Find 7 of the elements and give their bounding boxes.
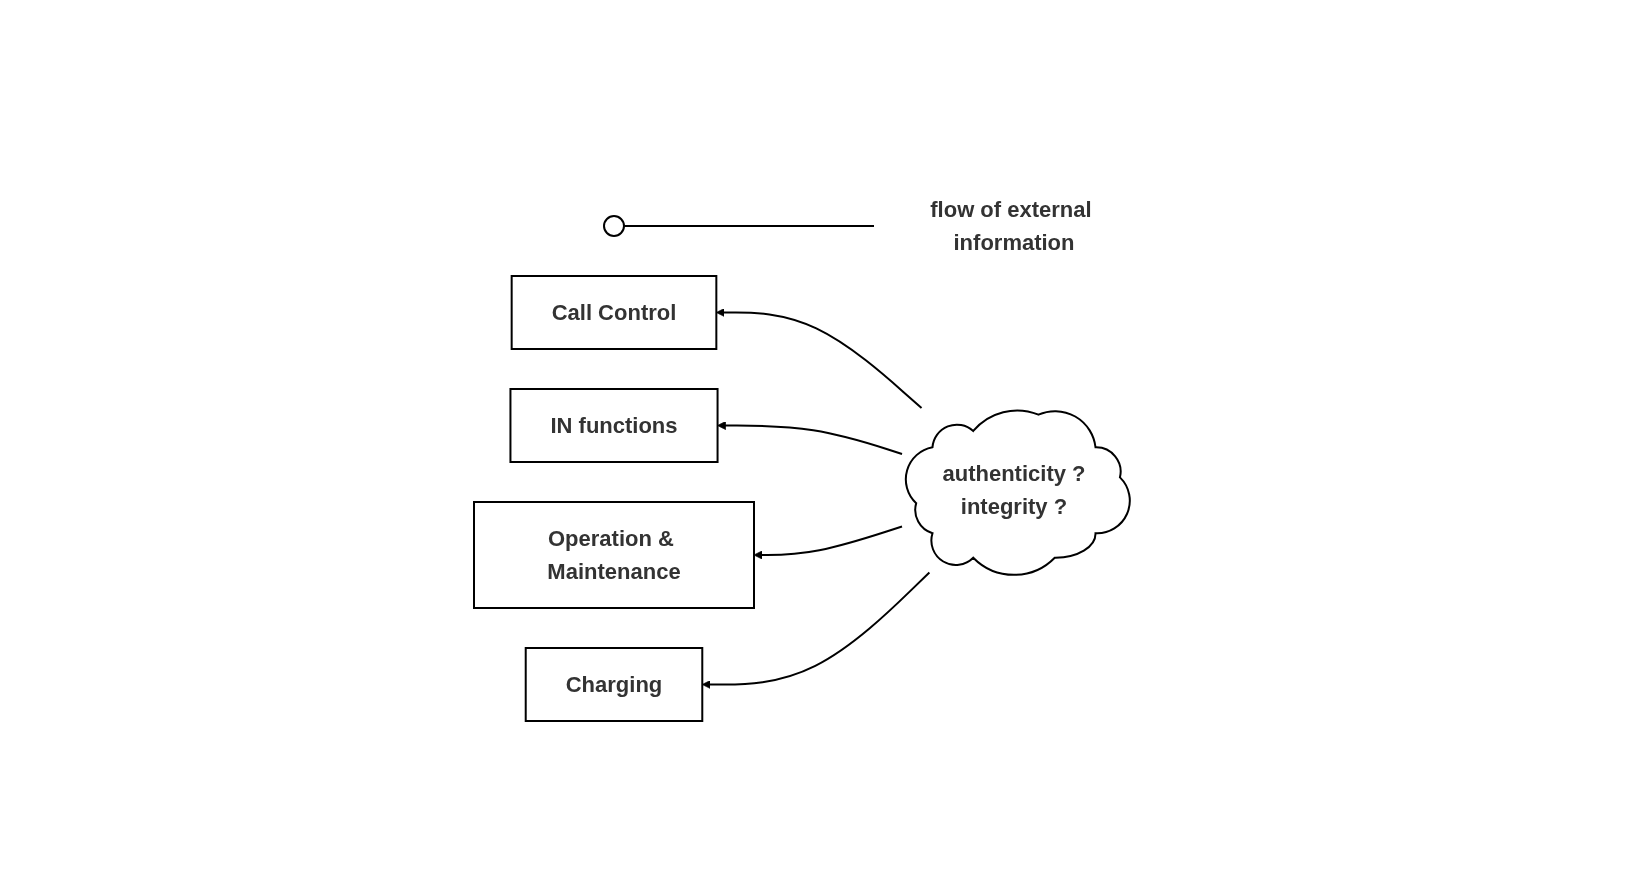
node-ellipse <box>603 215 625 237</box>
node-box: IN functions <box>509 388 719 463</box>
node-box: Call Control <box>510 275 718 350</box>
node-text: flow of external information <box>930 197 1092 255</box>
node-box: Operation & Maintenance <box>473 501 755 609</box>
arrow <box>717 421 903 455</box>
node-box: Charging <box>524 647 704 722</box>
